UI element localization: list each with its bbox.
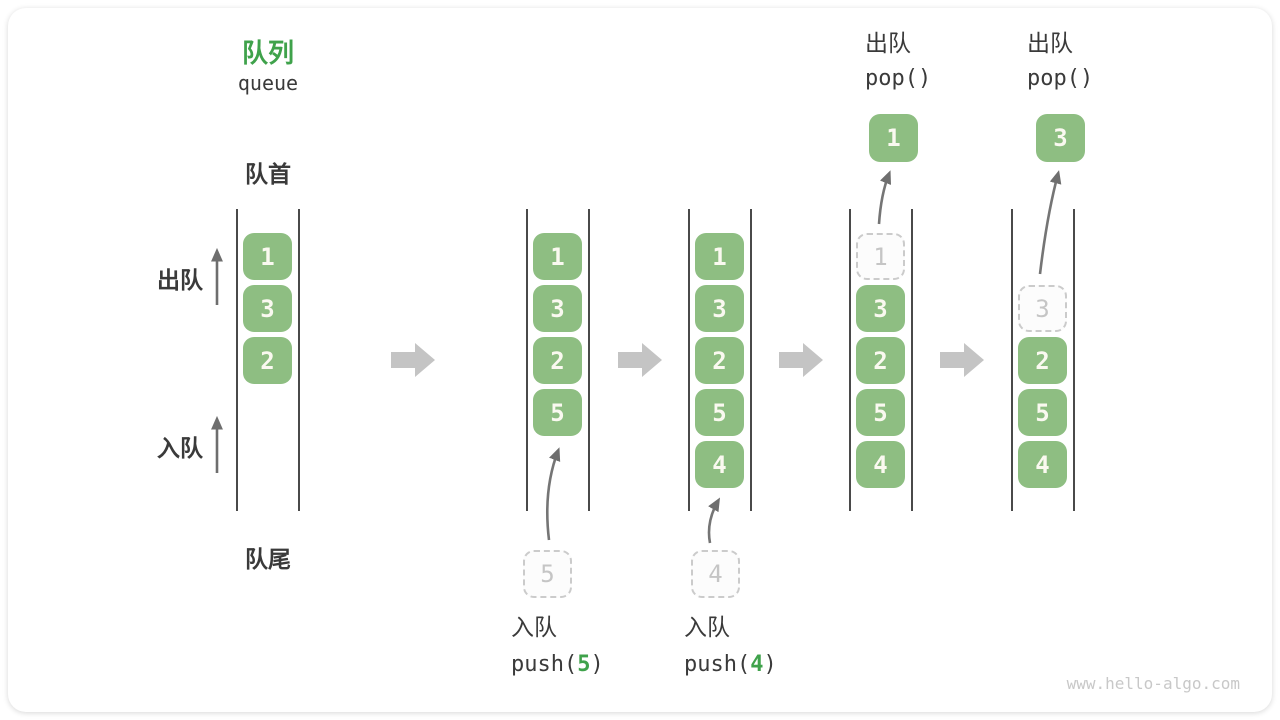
queue-cell: 1 [243,233,292,280]
title-english: queue [237,71,299,95]
label-side-dequeue: 出队 [157,267,203,293]
queue-cell: 4 [695,441,744,488]
queue-channel-state-4 [849,209,913,511]
queue-cell: 5 [695,389,744,436]
pending-enqueue-cell: 5 [523,550,572,598]
enqueue-op-code-code_pre: push( [511,652,578,677]
queue-cell: 4 [856,441,905,488]
enqueue-op-code-code_post: ) [763,652,777,677]
queue-cell-ghost: 1 [856,233,905,280]
popped-cell: 3 [1036,114,1085,162]
popped-cell: 1 [869,114,918,162]
queue-cell: 1 [695,233,744,280]
label-queue-front: 队首 [245,161,291,187]
queue-cell: 3 [533,285,582,332]
figure-card [8,8,1272,712]
queue-channel-state-3 [688,209,752,511]
enqueue-op-label: 入队 [511,614,557,640]
queue-cell: 5 [1018,389,1067,436]
queue-cell: 2 [533,337,582,384]
enqueue-op-code-code_arg: 4 [750,652,764,677]
enqueue-op-code: push(5) [511,650,604,680]
queue-cell: 3 [243,285,292,332]
watermark: www.hello-algo.com [1066,674,1240,693]
queue-cell: 2 [1018,337,1067,384]
dequeue-op-code: pop() [1027,64,1093,94]
dequeue-op-code-code_post: ) [917,66,932,91]
enqueue-op-code-code_pre: push( [684,652,751,677]
queue-cell: 2 [243,337,292,384]
dequeue-op-code: pop() [865,64,931,94]
queue-channel-state-5 [1011,209,1075,511]
queue-cell: 5 [856,389,905,436]
pending-enqueue-cell: 4 [691,550,740,598]
dequeue-op-code-code_post: ) [1079,66,1094,91]
queue-cell: 2 [695,337,744,384]
enqueue-op-code-code_post: ) [590,652,604,677]
queue-cell: 1 [533,233,582,280]
queue-cell: 3 [695,285,744,332]
dequeue-op-code-code_pre: pop( [865,66,918,91]
queue-cell: 2 [856,337,905,384]
label-queue-rear: 队尾 [245,546,291,572]
title-chinese: 队列 [241,38,295,68]
dequeue-op-code-code_pre: pop( [1027,66,1080,91]
queue-cell: 5 [533,389,582,436]
dequeue-op-label: 出队 [865,30,911,56]
enqueue-op-code: push(4) [684,650,777,680]
queue-cell-ghost: 3 [1018,285,1067,332]
dequeue-op-label: 出队 [1027,30,1073,56]
queue-channel-state-1 [236,209,300,511]
queue-cell: 4 [1018,441,1067,488]
label-side-enqueue: 入队 [157,435,203,461]
enqueue-op-label: 入队 [684,614,730,640]
queue-cell: 3 [856,285,905,332]
queue-channel-state-2 [526,209,590,511]
enqueue-op-code-code_arg: 5 [577,652,591,677]
